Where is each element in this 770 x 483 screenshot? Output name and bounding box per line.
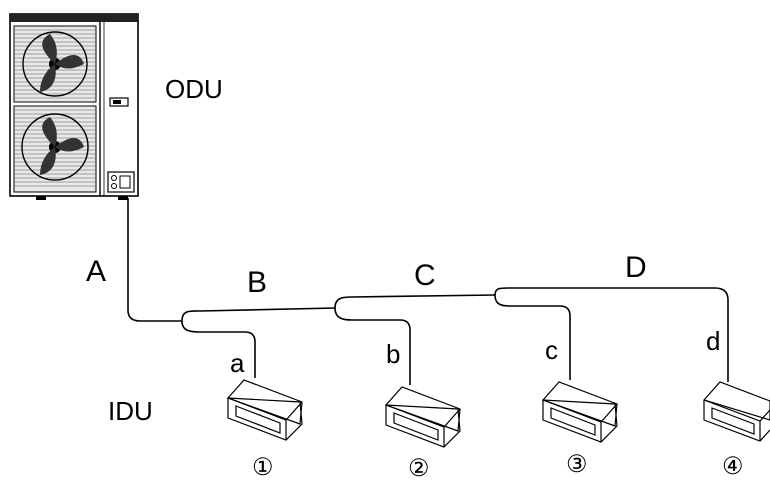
indoor-unit-4 (702, 381, 770, 442)
indoor-unit-number-1: ① (252, 454, 274, 481)
indoor-unit-1 (226, 379, 303, 441)
indoor-unit-3 (541, 381, 618, 443)
segment-label-a: A (86, 255, 106, 288)
indoor-unit-number-2: ② (408, 455, 430, 482)
branch-label-d: d (706, 326, 720, 356)
branch-label-a: a (230, 348, 245, 378)
branch-label-c: c (545, 335, 558, 365)
indoor-unit-number-4: ④ (722, 453, 744, 480)
fan-icon (13, 105, 97, 193)
indoor-unit-2 (384, 386, 461, 448)
segment-label-b: B (247, 266, 267, 299)
odu-label: ODU (165, 74, 223, 104)
outdoor-unit (9, 13, 139, 200)
idu-label: IDU (108, 396, 153, 426)
fan-icon (13, 25, 97, 103)
segment-label-c: C (414, 259, 436, 292)
refrigerant-piping (127, 198, 729, 385)
segment-label-d: D (625, 251, 647, 284)
branch-label-b: b (386, 339, 400, 369)
indoor-unit-number-3: ③ (566, 451, 588, 478)
